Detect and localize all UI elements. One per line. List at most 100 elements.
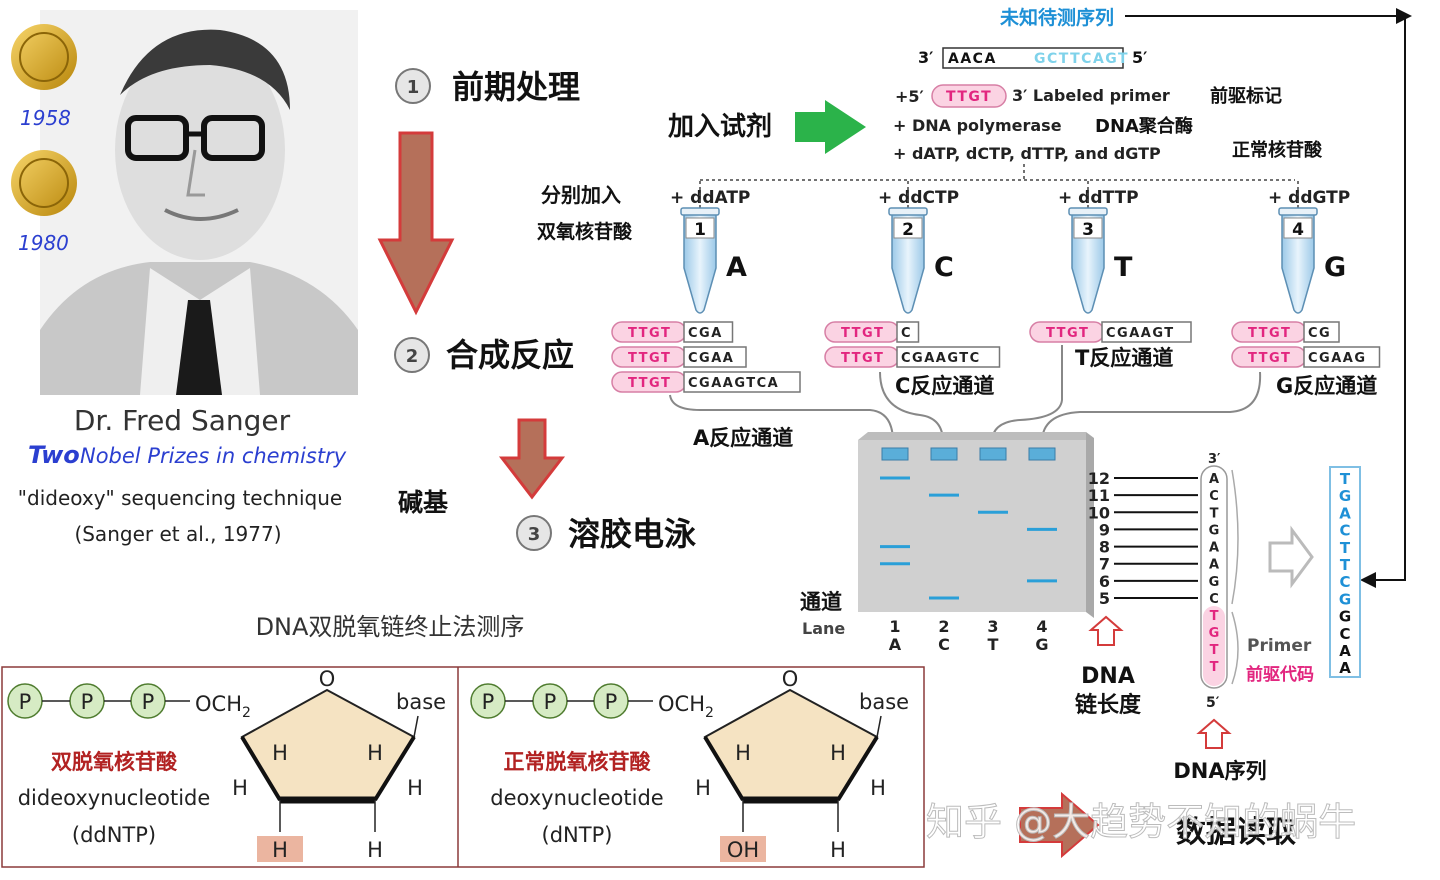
portrait-section: 1958 1980 Dr. Fred Sanger Two Nobel Priz…: [11, 10, 358, 546]
medal-year-1980: 1980: [18, 231, 69, 255]
fragment-extension-seq: CGAAGT: [1106, 326, 1175, 341]
hydrogen-atom: H: [367, 838, 383, 862]
hydrogen-atom: H: [870, 776, 886, 800]
fragment-extension: [683, 346, 747, 368]
tube-add-label: + ddCTP: [878, 188, 959, 208]
tube-add-label: + ddATP: [670, 188, 750, 208]
medal-year-1958: 1958: [20, 106, 71, 130]
fragment-g: TTGT CG: [1231, 321, 1340, 343]
strand-base: C: [1209, 489, 1219, 504]
lane-base: C: [938, 635, 950, 654]
readout-base: T: [1340, 539, 1351, 557]
readout-box: [1329, 466, 1361, 678]
och2-label: OCH2: [658, 692, 714, 721]
readout-base: A: [1339, 642, 1351, 660]
length-number: 12: [1088, 469, 1110, 488]
fragment-t: TTGT CGAAGT: [1029, 321, 1192, 343]
primer-label: Primer: [1247, 636, 1312, 656]
lane-base: A: [889, 635, 902, 654]
strand-5-end: 5′: [1206, 695, 1220, 711]
gel-well: [930, 447, 958, 461]
fragment-primer-seq: TTGT: [1248, 351, 1291, 366]
highlight-box: [720, 836, 766, 862]
fragment-extension-seq: CG: [1308, 326, 1331, 341]
tube-letter: T: [1114, 252, 1133, 283]
fragment-c: TTGT CGAAGTC: [824, 346, 1001, 368]
channel-label-t: T反应通道: [1075, 346, 1173, 370]
lane-label: Lane: [802, 619, 845, 638]
citation-label: (Sanger et al., 1977): [74, 522, 281, 546]
right-arrow-icon: [795, 100, 866, 154]
molecule-en-name: deoxynucleotide: [490, 786, 663, 810]
strand-primer-fill: [1203, 606, 1225, 686]
fragment-primer-seq: TTGT: [628, 351, 671, 366]
primer-cn-label: 前驱代码: [1246, 664, 1314, 685]
template-5-end: 5′: [1132, 48, 1147, 67]
step-number-circle: [394, 337, 430, 373]
och2-label: OCH2: [195, 692, 251, 721]
diagram-caption: DNA双脱氧链终止法测序: [256, 613, 525, 641]
ddntp-cn-label: 双氧核苷酸: [537, 220, 633, 243]
template-sequence: 未知待测序列 3′ AACA GCTTCAGT 5′: [918, 6, 1412, 588]
fragment-extension: [683, 321, 734, 343]
fragment-primer-seq: TTGT: [628, 326, 671, 341]
molecule-abbr: (dNTP): [542, 823, 613, 847]
template-3-end: 3′: [918, 48, 933, 67]
phosphate-label: P: [482, 690, 495, 714]
strand-base: G: [1209, 575, 1220, 590]
tube-number-box: [893, 217, 923, 239]
tube-rim: [1278, 207, 1318, 216]
dntps-cn: 正常核苷酸: [1232, 139, 1323, 161]
base-label: base: [859, 690, 909, 714]
readout-base: T: [1340, 470, 1351, 488]
strand-primer-base: T: [1210, 609, 1219, 624]
polymerase-cn: DNA聚合酶: [1095, 115, 1193, 137]
strand-base: A: [1209, 558, 1219, 573]
tube-number-box: [1073, 217, 1103, 239]
fragment-primer-seq: TTGT: [1248, 326, 1291, 341]
molecule-en-name: dideoxynucleotide: [18, 786, 211, 810]
tube-letter: C: [934, 252, 954, 283]
dna-length-label-1: DNA: [1081, 664, 1135, 689]
dna-sequence-label: DNA序列: [1173, 759, 1266, 783]
readout-base: A: [1339, 504, 1351, 522]
primer-pill: [931, 84, 1007, 108]
fragment-primer-seq: TTGT: [628, 376, 671, 391]
base-label: 碱基: [398, 488, 448, 517]
tube-letter: G: [1324, 252, 1346, 283]
lane-number: 2: [938, 617, 949, 636]
fragment-extension-seq: CGAAGTC: [901, 351, 981, 366]
phosphate-label: P: [544, 690, 557, 714]
phosphate-label: P: [19, 690, 32, 714]
tube-rim: [888, 207, 928, 216]
fragment-primer-seq: TTGT: [1046, 326, 1089, 341]
phosphate-label: P: [142, 690, 155, 714]
c3-substituent: H: [272, 838, 288, 862]
template-seq-dark: AACA: [948, 51, 997, 67]
molecule-abbr: (ddNTP): [72, 823, 156, 847]
dna-length-label-2: 链长度: [1075, 692, 1142, 718]
down-arrow-icon: [377, 131, 455, 316]
up-arrow-icon: [1088, 615, 1124, 646]
channel-connectors: [669, 345, 1262, 443]
portrait-name: Dr. Fred Sanger: [74, 404, 291, 437]
channel-label-g: G反应通道: [1276, 374, 1377, 398]
unknown-sequence-label: 未知待测序列: [999, 6, 1114, 29]
tube-number-box: [685, 217, 715, 239]
fragment-primer-seq: TTGT: [841, 351, 884, 366]
strand-base: A: [1209, 472, 1219, 487]
step-3-label: 溶胶电泳: [568, 515, 696, 553]
strand-primer-base: T: [1210, 660, 1219, 675]
length-number: 9: [1099, 520, 1110, 539]
gel-bands: [880, 476, 1057, 600]
